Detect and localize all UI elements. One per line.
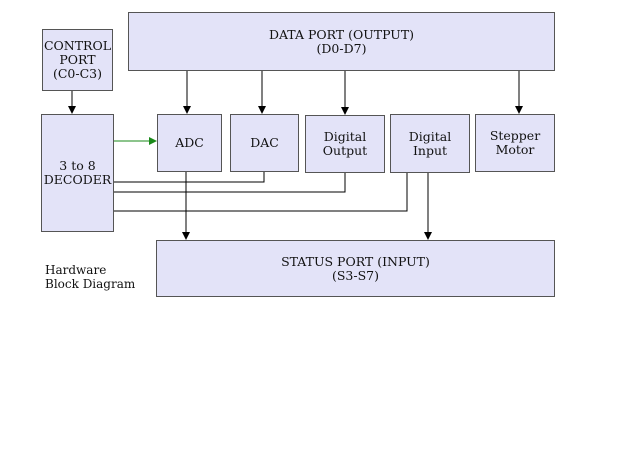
digital-input-line1: Digital [408,128,452,144]
decoder-box: 3 to 8 DECODER [41,114,114,232]
status-port-title: STATUS PORT (INPUT) [281,253,430,269]
stepper-motor-line2: Motor [495,142,535,157]
control-port-line1: CONTROL [43,38,112,53]
stepper-motor-box: Stepper Motor [475,114,555,172]
digital-input-line2: Input [412,142,448,158]
digital-output-line2: Output [322,143,368,158]
diagram-caption: Hardware Block Diagram [45,263,135,291]
data-port-title: DATA PORT (OUTPUT) [268,26,415,42]
status-port-box: STATUS PORT (INPUT) (S3-S7) [156,240,555,297]
adc-box: ADC [157,114,222,172]
data-port-pins: (D0-D7) [316,40,367,56]
dac-box: DAC [230,114,299,172]
data-port-box: DATA PORT (OUTPUT) (D0-D7) [128,12,555,71]
adc-label: ADC [175,135,204,150]
caption-line2: Block Diagram [45,277,136,291]
decoder-to-digital-output-line [114,173,346,193]
decoder-line1: 3 to 8 [59,158,96,173]
decoder-line2: DECODER [43,172,112,187]
control-port-line2: PORT [59,52,96,67]
stepper-motor-line1: Stepper [489,128,541,143]
decoder-to-digital-input-line [114,173,408,212]
caption-line1: Hardware [45,263,107,277]
decoder-to-dac-line [114,172,265,183]
digital-output-box: Digital Output [305,115,385,173]
digital-output-line1: Digital [323,129,367,144]
control-port-pins: (C0-C3) [52,66,102,81]
status-port-pins: (S3-S7) [331,267,379,283]
dac-label: DAC [250,135,279,150]
digital-input-box: Digital Input [390,114,470,173]
control-port-box: CONTROL PORT (C0-C3) [42,29,113,91]
